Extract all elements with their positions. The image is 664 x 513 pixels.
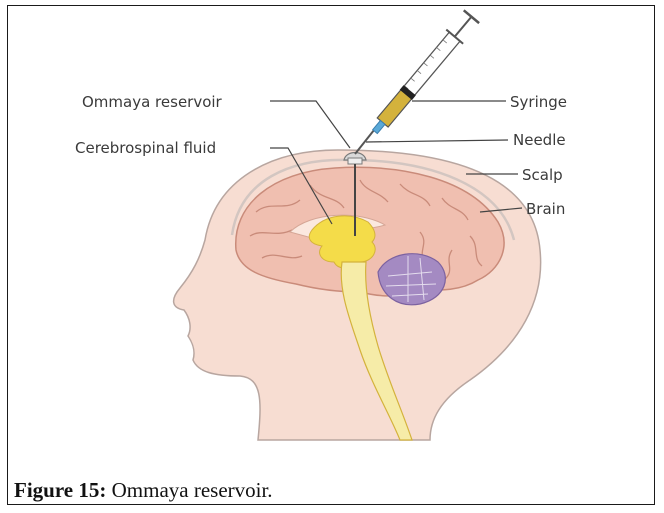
leader-ommaya-reservoir — [270, 101, 350, 148]
syringe — [367, 10, 480, 139]
figure-caption: Figure 15: Ommaya reservoir. — [14, 478, 273, 503]
label-ommaya-reservoir: Ommaya reservoir — [82, 93, 223, 111]
label-brain: Brain — [526, 200, 565, 218]
ommaya-diagram: Ommaya reservoir Cerebrospinal fluid Syr… — [0, 0, 664, 470]
caption-text: Ommaya reservoir. — [106, 478, 272, 502]
label-cerebrospinal-fluid: Cerebrospinal fluid — [75, 139, 216, 157]
caption-label: Figure 15: — [14, 478, 106, 502]
leader-needle — [366, 140, 508, 142]
label-needle: Needle — [513, 131, 566, 149]
label-syringe: Syringe — [510, 93, 567, 111]
label-scalp: Scalp — [522, 166, 563, 184]
